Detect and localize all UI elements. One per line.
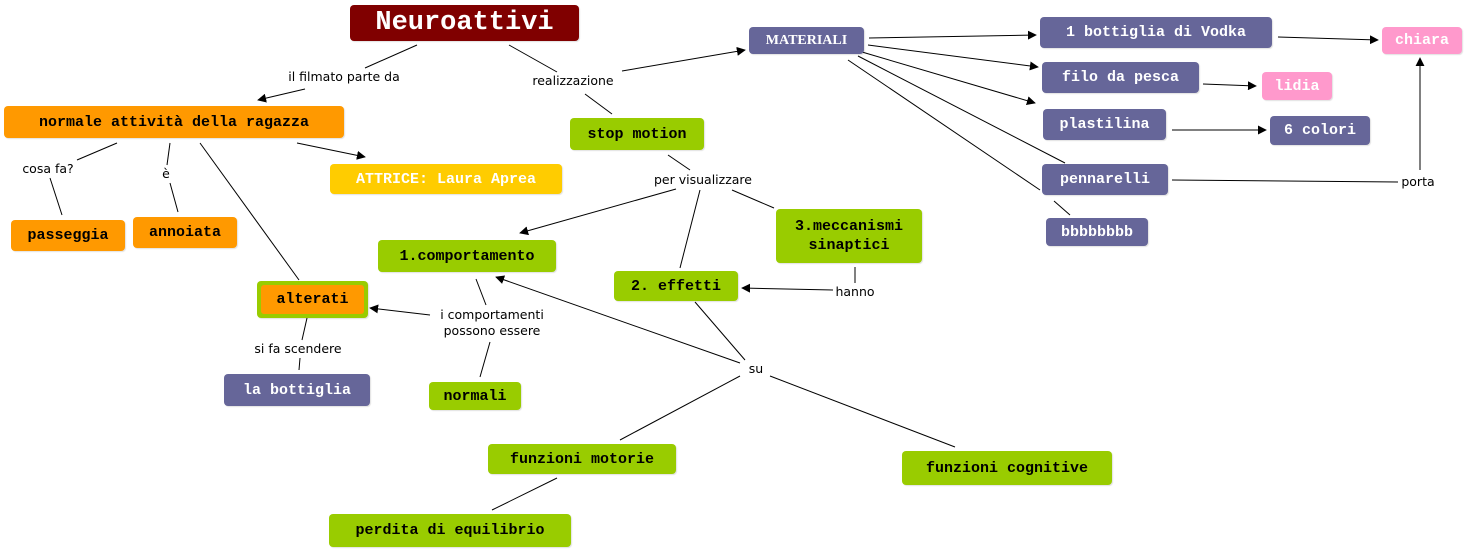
link-label-cosa-fa[interactable]: cosa fa? xyxy=(22,161,74,177)
concept-lidia[interactable]: lidia xyxy=(1262,72,1332,100)
concept-6-colori[interactable]: 6 colori xyxy=(1270,116,1370,145)
link-label-comportamenti[interactable]: i comportamenti possono essere xyxy=(433,307,551,339)
link-label-e[interactable]: è xyxy=(162,166,170,182)
concept-vodka[interactable]: 1 bottiglia di Vodka xyxy=(1040,17,1272,48)
concept-attrice[interactable]: ATTRICE: Laura Aprea xyxy=(330,164,562,194)
concept-funzioni-motorie[interactable]: funzioni motorie xyxy=(488,444,676,474)
concept-alterati[interactable]: alterati xyxy=(257,281,368,318)
concept-perdita-equilibrio[interactable]: perdita di equilibrio xyxy=(329,514,571,547)
concept-comportamento[interactable]: 1.comportamento xyxy=(378,240,556,272)
root-concept-neuroattivi[interactable]: Neuroattivi xyxy=(350,5,579,41)
link-label-si-fa-scendere[interactable]: si fa scendere xyxy=(254,341,342,357)
link-label-porta[interactable]: porta xyxy=(1401,174,1435,190)
concept-bbbbbbbb[interactable]: bbbbbbbb xyxy=(1046,218,1148,246)
concept-filo-da-pesca[interactable]: filo da pesca xyxy=(1042,62,1199,93)
concept-alterati-label: alterati xyxy=(261,285,364,314)
concept-normale-attivita[interactable]: normale attività della ragazza xyxy=(4,106,344,138)
concept-passeggia[interactable]: passeggia xyxy=(11,220,125,251)
concept-materiali[interactable]: MATERIALI xyxy=(749,27,864,54)
link-label-su[interactable]: su xyxy=(748,361,764,377)
link-label-hanno[interactable]: hanno xyxy=(835,284,875,300)
link-label-per-visualizzare[interactable]: per visualizzare xyxy=(654,172,752,188)
concept-pennarelli[interactable]: pennarelli xyxy=(1042,164,1168,195)
concept-plastilina[interactable]: plastilina xyxy=(1043,109,1166,140)
concept-meccanismi-sinaptici[interactable]: 3.meccanismi sinaptici xyxy=(776,209,922,263)
concept-normali[interactable]: normali xyxy=(429,382,521,410)
concept-effetti[interactable]: 2. effetti xyxy=(614,271,738,301)
link-label-filmato[interactable]: il filmato parte da xyxy=(288,69,400,85)
concept-chiara[interactable]: chiara xyxy=(1382,27,1462,54)
link-label-realizzazione[interactable]: realizzazione xyxy=(532,73,614,89)
concept-la-bottiglia[interactable]: la bottiglia xyxy=(224,374,370,406)
concept-funzioni-cognitive[interactable]: funzioni cognitive xyxy=(902,451,1112,485)
concept-annoiata[interactable]: annoiata xyxy=(133,217,237,248)
concept-stop-motion[interactable]: stop motion xyxy=(570,118,704,150)
